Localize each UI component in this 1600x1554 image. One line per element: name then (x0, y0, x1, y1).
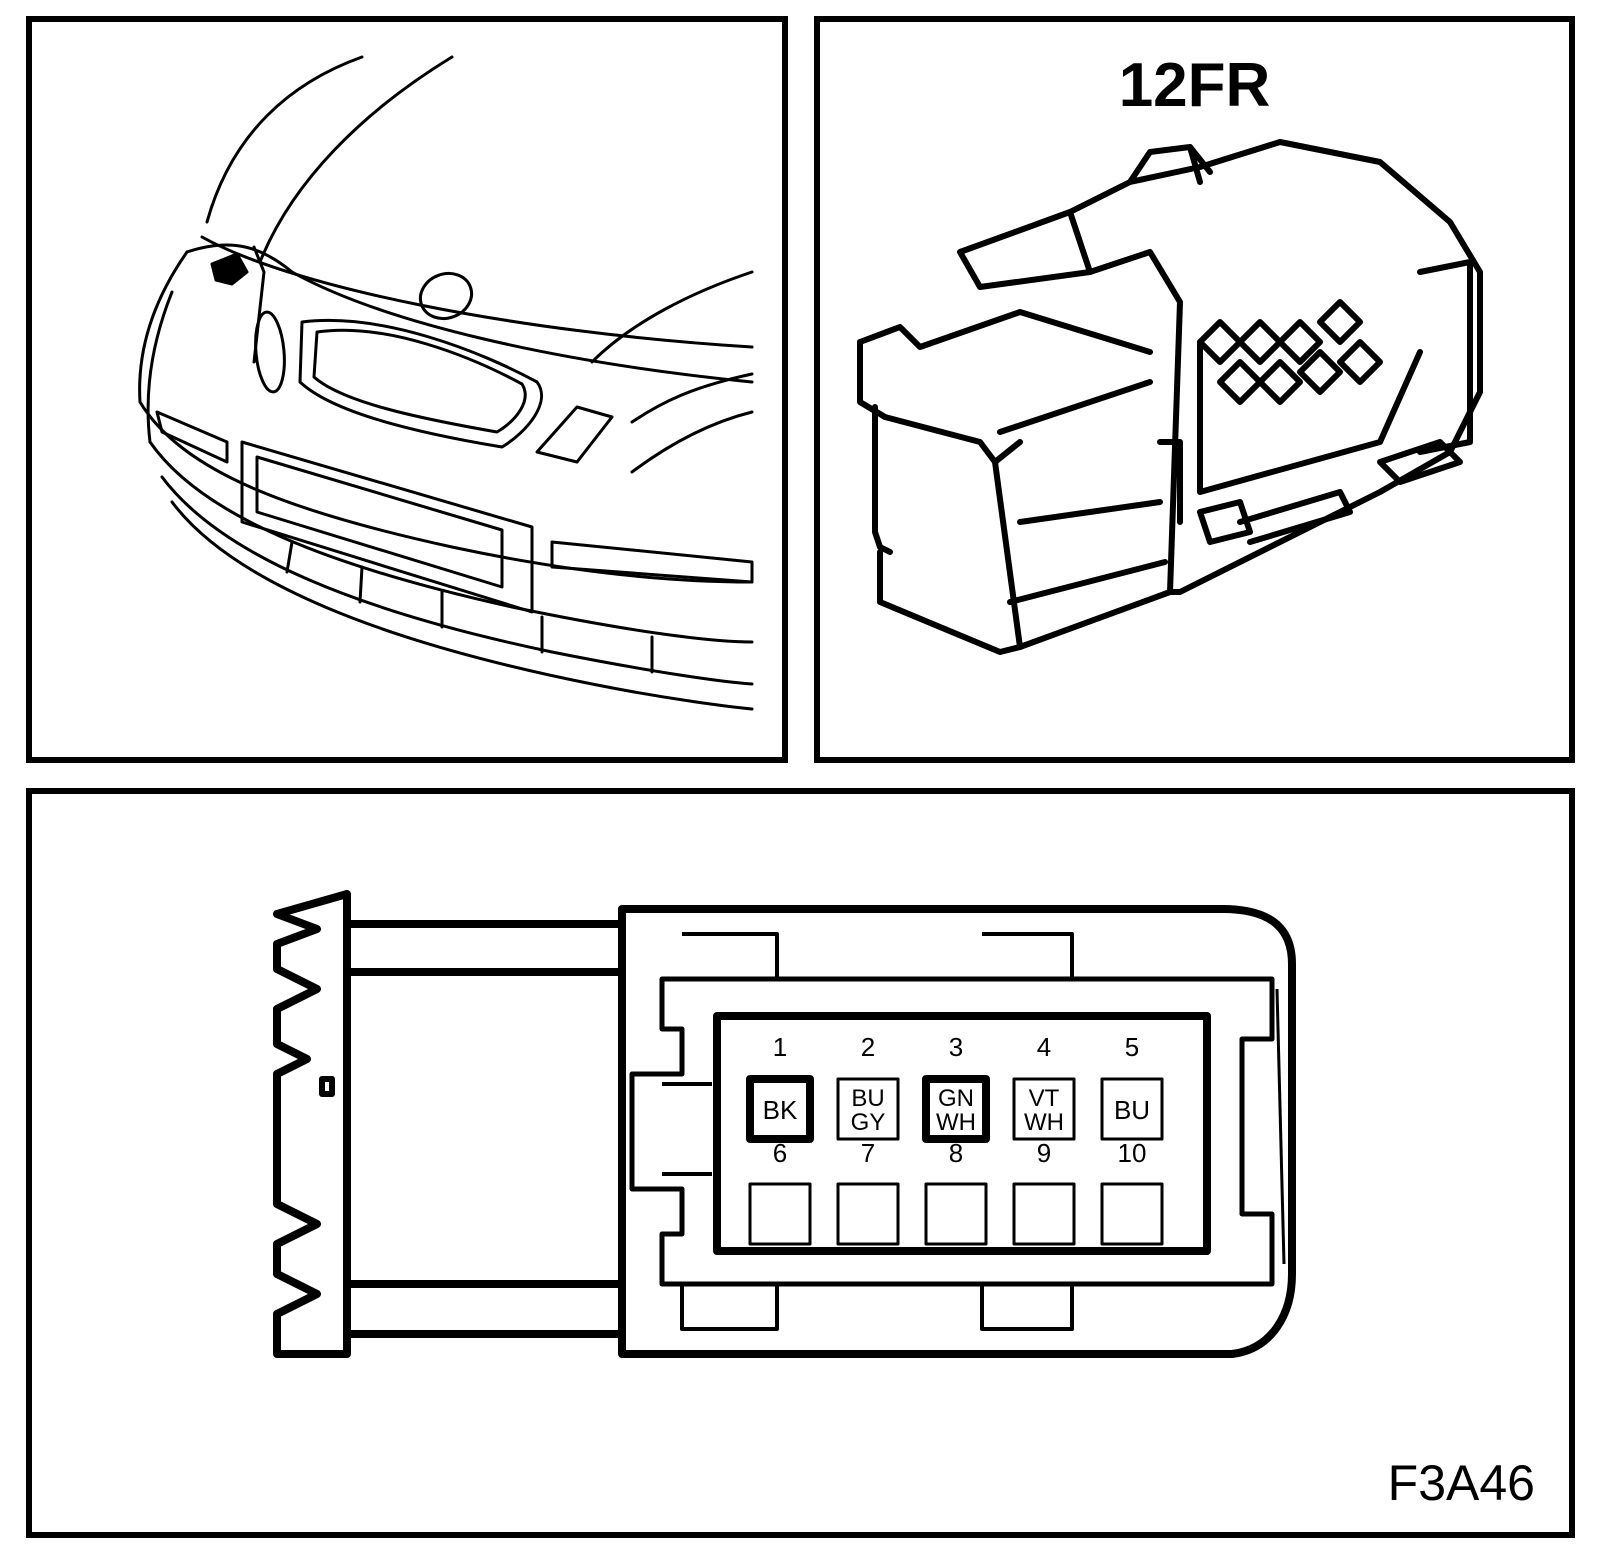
pin-cavity-5 (1100, 1077, 1164, 1141)
pin-number-1: 1 (773, 1032, 787, 1062)
pin-cavity-10 (1100, 1182, 1164, 1246)
pin-wire-color-1-a: BK (763, 1095, 798, 1125)
pin-cavity-6 (748, 1182, 812, 1246)
pin-wire-color-2-a: BU (851, 1085, 884, 1112)
pin-cavity-7 (836, 1182, 900, 1246)
pin-number-9: 9 (1037, 1138, 1051, 1168)
pin-cavity-3 (922, 1075, 990, 1143)
pin-cavity-8 (924, 1182, 988, 1246)
pin-number-4: 4 (1037, 1032, 1051, 1062)
pin-number-10: 10 (1118, 1138, 1147, 1168)
latch-serrated-edge (273, 890, 351, 1358)
figure-code: F3A46 (1387, 1455, 1535, 1511)
pin-number-3: 3 (949, 1032, 963, 1062)
connector-view-panel: 12FR (814, 16, 1575, 763)
pin-number-6: 6 (773, 1138, 787, 1168)
pin-number-2: 2 (861, 1032, 875, 1062)
pin-wire-color-3-b: WH (936, 1109, 976, 1136)
pin-cavity-2 (836, 1077, 900, 1141)
pin-wire-color-5-a: BU (1114, 1095, 1150, 1125)
pin-number-8: 8 (949, 1138, 963, 1168)
vehicle-front-illustration (138, 55, 754, 711)
vehicle-location-panel (26, 16, 788, 763)
connector-id-label: 12FR (1118, 51, 1271, 120)
pin-wire-color-3-a: GN (938, 1085, 974, 1112)
pin-wire-color-4-a: VT (1029, 1085, 1060, 1112)
pin-number-7: 7 (861, 1138, 875, 1168)
connector-3d-illustration (857, 139, 1483, 655)
pin-wire-color-4-b: WH (1024, 1109, 1064, 1136)
pin-cavity-9 (1012, 1182, 1076, 1246)
pin-cavity-4 (1012, 1077, 1076, 1141)
pin-wire-color-2-b: GY (851, 1109, 886, 1136)
pin-number-5: 5 (1125, 1032, 1139, 1062)
pin-cavity-1 (746, 1075, 814, 1143)
